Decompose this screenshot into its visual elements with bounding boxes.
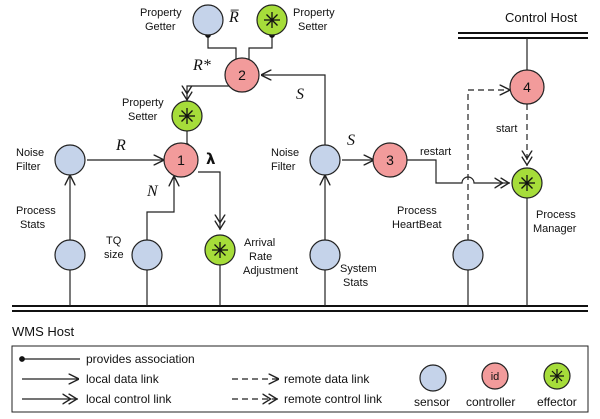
svg-text:local control link: local control link (86, 392, 172, 406)
svg-text:Process: Process (16, 205, 56, 217)
legend-sensor: sensor (414, 364, 450, 409)
sensor-system-stats: System Stats (309, 239, 377, 289)
sensor-process-heartbeat: Process HeartBeat (392, 205, 484, 271)
sensor-label-line1: Property (140, 7, 182, 19)
svg-text:Adjustment: Adjustment (243, 265, 298, 277)
svg-text:Stats: Stats (343, 277, 369, 289)
s-mid-label: S (347, 132, 355, 149)
svg-text:Arrival: Arrival (244, 237, 275, 249)
svg-text:Setter: Setter (128, 111, 158, 123)
sensor-tq-size: TQ size (104, 235, 163, 271)
svg-text:provides association: provides association (86, 352, 195, 366)
svg-text:Noise: Noise (271, 147, 299, 159)
start-label: start (496, 123, 517, 135)
heartbeat-remote-link (467, 90, 509, 240)
svg-text:Rate: Rate (249, 251, 272, 263)
sensor-label-line2: Getter (145, 21, 176, 33)
control-host-label: Control Host (505, 10, 578, 25)
svg-text:Filter: Filter (16, 161, 41, 173)
n-label: N (146, 183, 159, 200)
svg-text:3: 3 (386, 152, 394, 168)
svg-text:Setter: Setter (298, 21, 328, 33)
svg-text:size: size (104, 249, 124, 261)
control-host-bar (458, 32, 588, 39)
effector-arrival-rate: Arrival Rate Adjustment (204, 234, 298, 277)
svg-text:Property: Property (122, 97, 164, 109)
r-star-label: R* (192, 57, 211, 74)
legend-remote-data-link: remote data link (232, 372, 370, 386)
legend-provides-association: provides association (19, 352, 195, 366)
r-star-link (187, 79, 233, 101)
svg-text:remote control link: remote control link (284, 392, 383, 406)
svg-text:Process: Process (397, 205, 437, 217)
sensor-noise-filter-left: Noise Filter (16, 144, 86, 176)
legend-effector: effector (537, 362, 577, 409)
svg-text:remote data link: remote data link (284, 372, 370, 386)
svg-text:Property: Property (293, 7, 335, 19)
controller-1: 1 (163, 142, 199, 178)
lambda-link (198, 171, 220, 230)
svg-text:2: 2 (238, 67, 246, 83)
svg-text:Stats: Stats (20, 219, 46, 231)
legend-remote-control-link: remote control link (232, 392, 383, 406)
svg-text:4: 4 (523, 79, 531, 95)
controller-2: 2 (224, 57, 260, 93)
legend-local-data-link: local data link (22, 372, 160, 386)
legend-local-control-link: local control link (22, 392, 172, 406)
controller-4: 4 (509, 69, 545, 105)
sensor-noise-filter-right: Noise Filter (271, 144, 341, 176)
restart-label: restart (420, 146, 451, 158)
svg-text:sensor: sensor (414, 395, 450, 409)
effector-property-setter-top: Property Setter (256, 4, 335, 36)
legend: provides association local data link loc… (11, 345, 589, 413)
sensor-process-stats: Process Stats (16, 205, 86, 271)
wms-host-bar (12, 305, 588, 312)
getter-association-link (205, 32, 237, 60)
sensor-property-getter: Property Getter (140, 4, 224, 36)
effector-property-setter-mid: Property Setter (122, 97, 203, 132)
svg-text:Manager: Manager (533, 223, 577, 235)
svg-text:controller: controller (466, 395, 515, 409)
svg-text:System: System (340, 263, 377, 275)
s-top-label: S (296, 86, 304, 103)
restart-link (407, 159, 510, 183)
svg-text:Process: Process (536, 209, 576, 221)
svg-text:id: id (491, 371, 500, 383)
svg-text:local data link: local data link (86, 372, 160, 386)
svg-text:Noise: Noise (16, 147, 44, 159)
effector-process-manager: Process Manager (511, 167, 577, 235)
r-label: R (115, 137, 126, 154)
svg-text:effector: effector (537, 395, 577, 409)
s-top-link (262, 75, 326, 146)
svg-text:Filter: Filter (271, 161, 296, 173)
legend-controller: id controller (466, 362, 515, 409)
wms-host-label: WMS Host (12, 324, 75, 339)
setter-association-link (248, 32, 275, 60)
svg-text:1: 1 (177, 152, 185, 168)
svg-text:HeartBeat: HeartBeat (392, 219, 442, 231)
controller-3: 3 (372, 142, 408, 178)
svg-text:TQ: TQ (106, 235, 122, 247)
r-bar-label: R̅ (228, 9, 239, 26)
lambda-label: λ (206, 150, 216, 168)
n-link (146, 177, 174, 240)
links (70, 32, 527, 306)
